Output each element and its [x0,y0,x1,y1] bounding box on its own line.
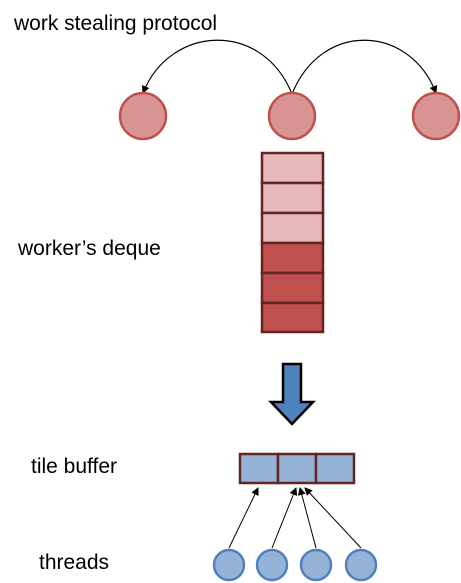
steal-arrow-right [291,39,438,95]
thread-arrow-4 [304,487,362,549]
thread-arrow-2 [271,487,298,549]
threads [212,548,378,582]
deque-slot-2 [260,181,325,215]
worker-deque [260,151,325,334]
tile-buffer [238,452,356,485]
thread-arrow-3 [297,487,317,549]
deque-slot-5 [260,271,325,305]
steal-arrow-left [141,39,293,95]
title-label: work stealing protocol [14,12,218,35]
thread-node-1 [212,548,246,582]
thread-node-3 [299,548,333,582]
thread-arrow-1 [228,487,259,549]
worker-node-right [411,91,461,141]
thread-arrows [228,487,362,549]
down-arrow [268,362,316,426]
worker-node-left [118,91,168,141]
deque-slot-1 [260,151,325,185]
workers [118,91,461,141]
threads-label: threads [39,551,110,574]
thread-node-2 [255,548,289,582]
tile-buffer-label: tile buffer [31,455,117,478]
deque-label: worker’s deque [18,237,161,260]
worker-node-center [267,91,317,141]
deque-slot-3 [260,211,325,245]
buffer-slot-2 [276,452,318,485]
deque-slot-6 [260,301,325,334]
deque-slot-4 [260,241,325,275]
buffer-slot-3 [314,452,356,485]
buffer-slot-1 [238,452,280,485]
thread-node-4 [344,548,378,582]
